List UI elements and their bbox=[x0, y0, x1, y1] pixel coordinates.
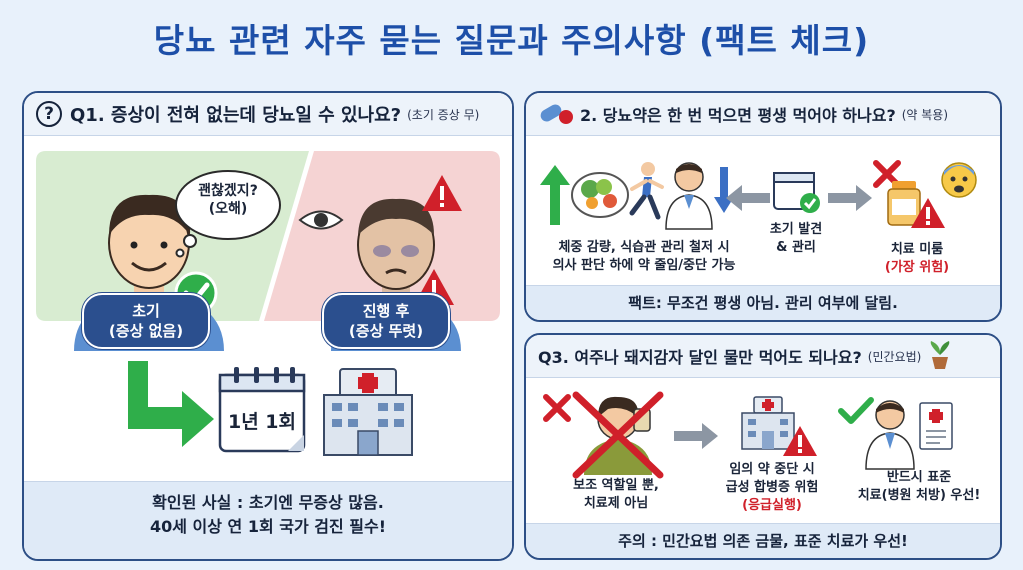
q3-mid-caption-3: (응급실행) bbox=[742, 498, 802, 513]
left-gray-arrow-icon bbox=[726, 185, 770, 211]
bubble-text-2: (오해) bbox=[208, 201, 248, 217]
q2-mid-caption-2: & 관리 bbox=[776, 240, 816, 255]
q2-footer: 팩트: 무조건 평생 아님. 관리 여부에 달림. bbox=[526, 285, 1000, 320]
q1-card: ? Q1. 증상이 전혀 없는데 당뇨일 수 있나요? (초기 증상 무) 괜찮… bbox=[22, 91, 514, 561]
late-stage-line2: (증상 뚜렷) bbox=[348, 322, 424, 340]
q3-right-caption-2: 치료(병원 처방) 우선! bbox=[857, 488, 981, 503]
worried-face-icon bbox=[941, 162, 977, 198]
early-stage-badge: 초기 (증상 없음) bbox=[82, 293, 210, 349]
pill-capsule-icon bbox=[540, 104, 573, 124]
q2-right-caption-2: (가장 위험) bbox=[884, 260, 950, 275]
calendar-icon bbox=[218, 367, 306, 453]
up-arrow-icon bbox=[540, 165, 570, 225]
q3-right-caption-1: 반드시 표준 bbox=[886, 470, 952, 485]
late-stage-line1: 진행 후 bbox=[362, 302, 410, 320]
red-x-icon bbox=[543, 394, 571, 422]
q2-heading: 2. 당뇨약은 한 번 먹으면 평생 먹어야 하나요? bbox=[580, 106, 896, 125]
prescription-icon bbox=[919, 402, 953, 450]
late-stage-badge: 진행 후 (증상 뚜렷) bbox=[322, 293, 450, 349]
page-title: 당뇨 관련 자주 묻는 질문과 주의사항 (팩트 체크) bbox=[153, 21, 870, 60]
early-stage-line2: (증상 없음) bbox=[108, 322, 184, 340]
q1-subtitle: (초기 증상 무) bbox=[407, 107, 480, 122]
q3-heading: Q3. 여주나 돼지감자 달인 물만 먹어도 되나요? bbox=[538, 348, 862, 367]
q3-fact: 주의 : 민간요법 의존 금물, 표준 치료가 우선! bbox=[618, 532, 908, 550]
doctor-icon bbox=[665, 162, 713, 230]
q3-mid-caption-2: 급성 합병증 위험 bbox=[725, 480, 819, 495]
q3-subtitle: (민간요법) bbox=[867, 349, 922, 364]
q2-card: 2. 당뇨약은 한 번 먹으면 평생 먹어야 하나요? (약 복용) bbox=[524, 91, 1002, 322]
q2-left-caption-1: 체중 감량, 식습관 관리 철저 시 bbox=[558, 240, 730, 255]
calendar-check-icon bbox=[773, 172, 820, 213]
q2-header: 2. 당뇨약은 한 번 먹으면 평생 먹어야 하나요? (약 복용) bbox=[526, 93, 1000, 136]
q3-footer: 주의 : 민간요법 의존 금물, 표준 치료가 우선! bbox=[526, 523, 1000, 558]
q1-header: ? Q1. 증상이 전혀 없는데 당뇨일 수 있나요? (초기 증상 무) bbox=[24, 93, 512, 136]
medicine-bottle-icon bbox=[887, 181, 921, 226]
q1-footer: 확인된 사실 : 초기엔 무증상 많음. 40세 이상 연 1회 국가 검진 필… bbox=[24, 481, 512, 559]
healthy-food-icon bbox=[571, 172, 629, 218]
q2-left-caption-2: 의사 판단 하에 약 줄임/중단 가능 bbox=[552, 258, 736, 273]
running-person-icon bbox=[629, 162, 664, 220]
plant-pot-icon bbox=[930, 341, 950, 369]
blurry-eye-icon bbox=[298, 210, 344, 230]
warning-icon bbox=[783, 426, 817, 456]
check-icon bbox=[838, 397, 874, 424]
q3-left-caption-1: 보조 역할일 뿐, bbox=[573, 478, 659, 493]
q2-fact: 팩트: 무조건 평생 아님. 관리 여부에 달림. bbox=[628, 294, 898, 312]
warning-icon bbox=[422, 175, 462, 211]
q1-heading: Q1. 증상이 전혀 없는데 당뇨일 수 있나요? bbox=[70, 105, 402, 126]
early-stage-line1: 초기 bbox=[132, 302, 160, 320]
q1-fact-line2: 40세 이상 연 1회 국가 검진 필수! bbox=[149, 517, 387, 536]
thought-bubble-icon bbox=[175, 170, 281, 258]
calendar-label: 1년 1회 bbox=[227, 411, 296, 433]
q2-subtitle: (약 복용) bbox=[901, 107, 949, 122]
q3-mid-caption-1: 임의 약 중단 시 bbox=[729, 462, 815, 477]
q3-header: Q3. 여주나 돼지감자 달인 물만 먹어도 되나요? (민간요법) bbox=[526, 335, 1000, 378]
down-arrow-icon bbox=[714, 167, 734, 213]
warning-icon bbox=[911, 198, 945, 228]
right-gray-arrow-icon bbox=[828, 185, 872, 211]
q2-mid-caption-1: 초기 발견 bbox=[769, 222, 823, 237]
doctor-icon bbox=[865, 400, 915, 470]
right-gray-arrow-icon bbox=[674, 423, 718, 449]
hospital-icon bbox=[741, 396, 795, 450]
hospital-icon bbox=[323, 368, 413, 456]
q1-fact-line1: 확인된 사실 : 초기엔 무증상 많음. bbox=[152, 493, 384, 512]
question-icon: ? bbox=[36, 101, 62, 127]
q2-right-caption-1: 치료 미룸 bbox=[890, 242, 944, 257]
green-arrow-icon bbox=[128, 361, 214, 447]
bubble-text-1: 괜찮겠지? bbox=[198, 183, 258, 199]
q3-card: Q3. 여주나 돼지감자 달인 물만 먹어도 되나요? (민간요법) bbox=[524, 333, 1002, 560]
drinking-person-icon bbox=[572, 391, 664, 479]
q3-left-caption-2: 치료제 아님 bbox=[583, 496, 649, 511]
